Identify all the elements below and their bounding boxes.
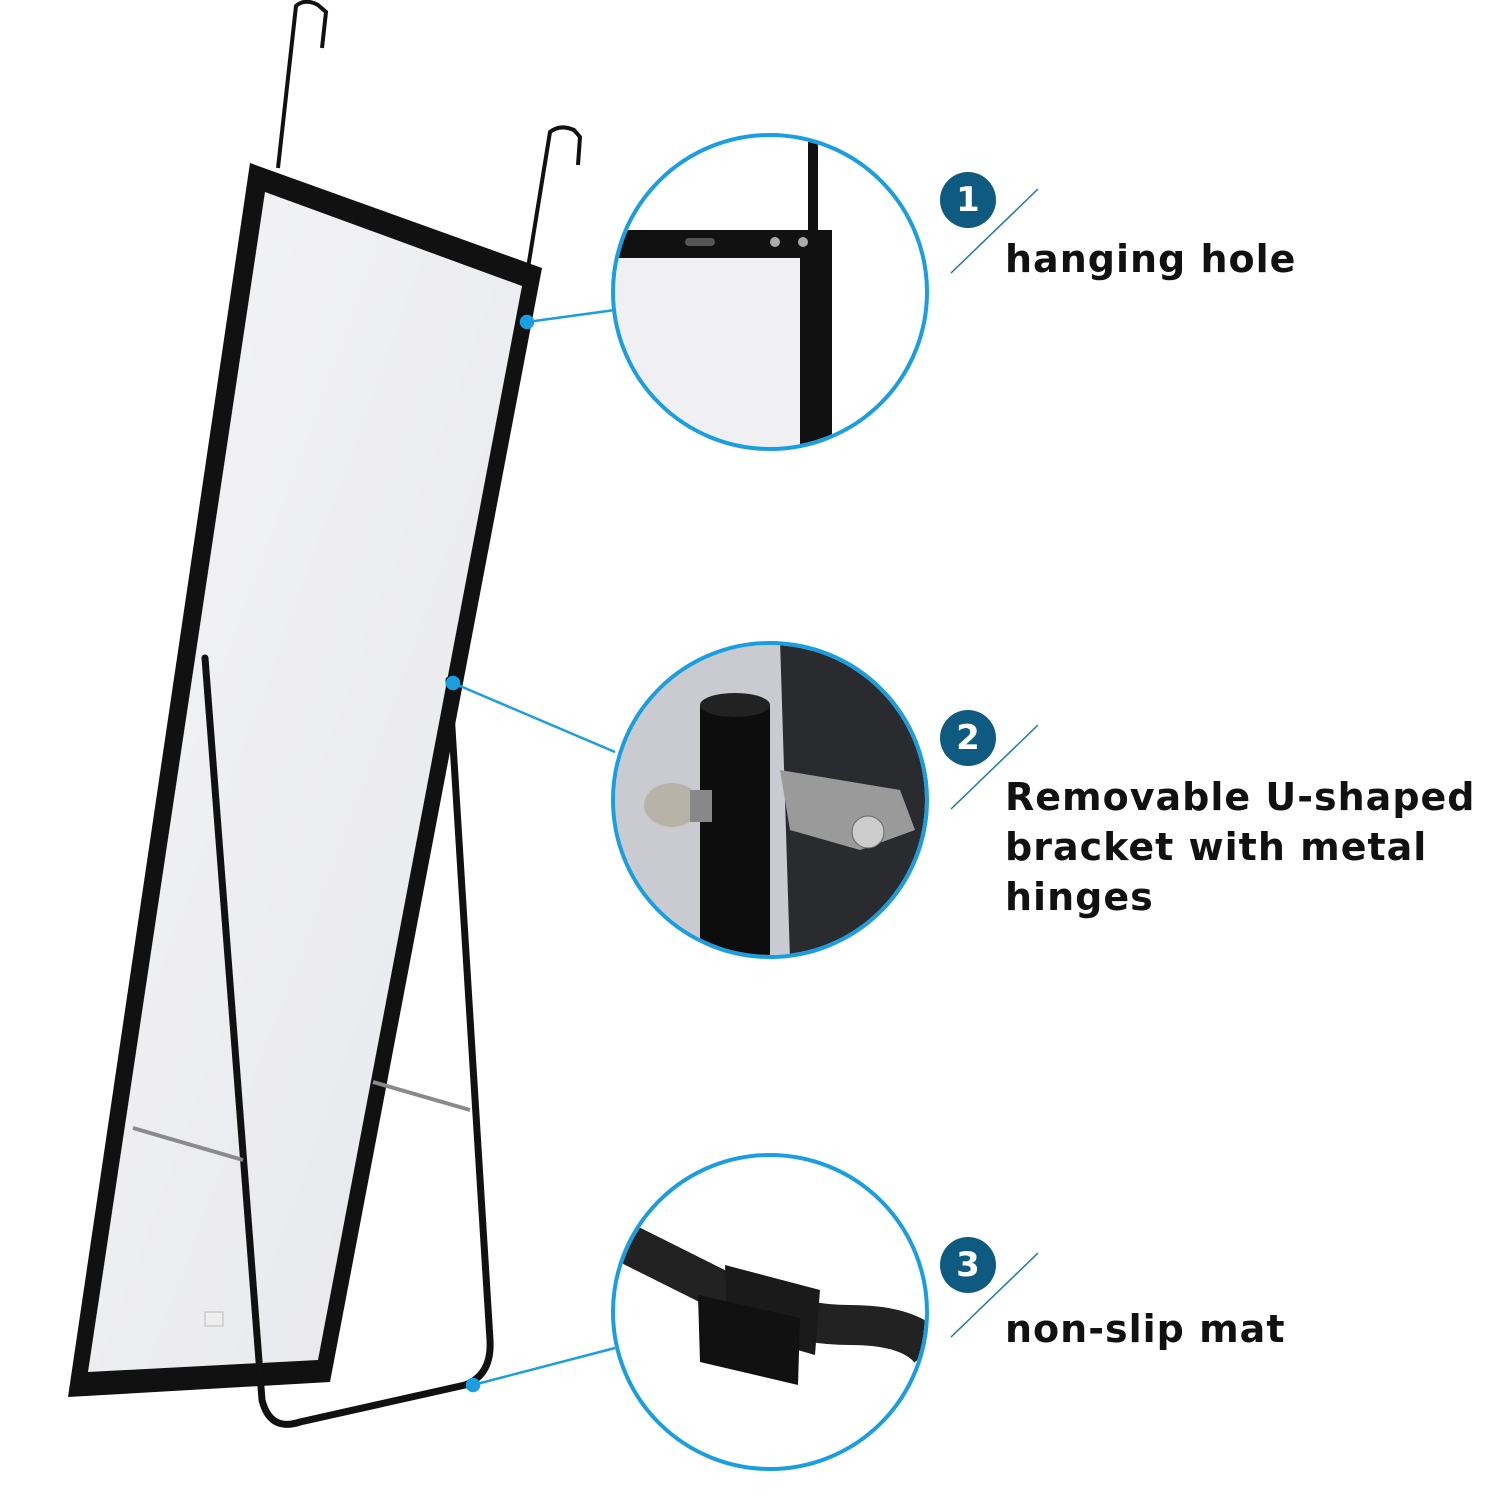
stand [201, 654, 494, 1428]
mirror-glass [88, 192, 522, 1372]
callout-label-hanging-hole: hanging hole [1005, 234, 1296, 284]
callout-text: bracket with metal [1005, 825, 1428, 869]
callout-badge-3: 3 [940, 1237, 996, 1293]
detail-hanging-hole [615, 137, 925, 447]
callout-text: hinges [1005, 875, 1154, 919]
callout-label-non-slip-mat: non-slip mat [1005, 1304, 1286, 1354]
callout-text: hanging hole [1005, 237, 1297, 281]
hanging-hooks [276, 0, 583, 269]
callout-badge-1: 1 [940, 172, 996, 228]
detail-non-slip-mat [615, 1157, 925, 1467]
connector-lines [445, 308, 616, 1393]
callout-badge-2: 2 [940, 710, 996, 766]
callout-text: Removable U-shaped [1005, 775, 1476, 819]
callout-text: non-slip mat [1005, 1307, 1286, 1351]
detail-bracket-hinge [615, 645, 925, 955]
callout-label-bracket: Removable U-shaped bracket with metal hi… [1005, 772, 1476, 922]
